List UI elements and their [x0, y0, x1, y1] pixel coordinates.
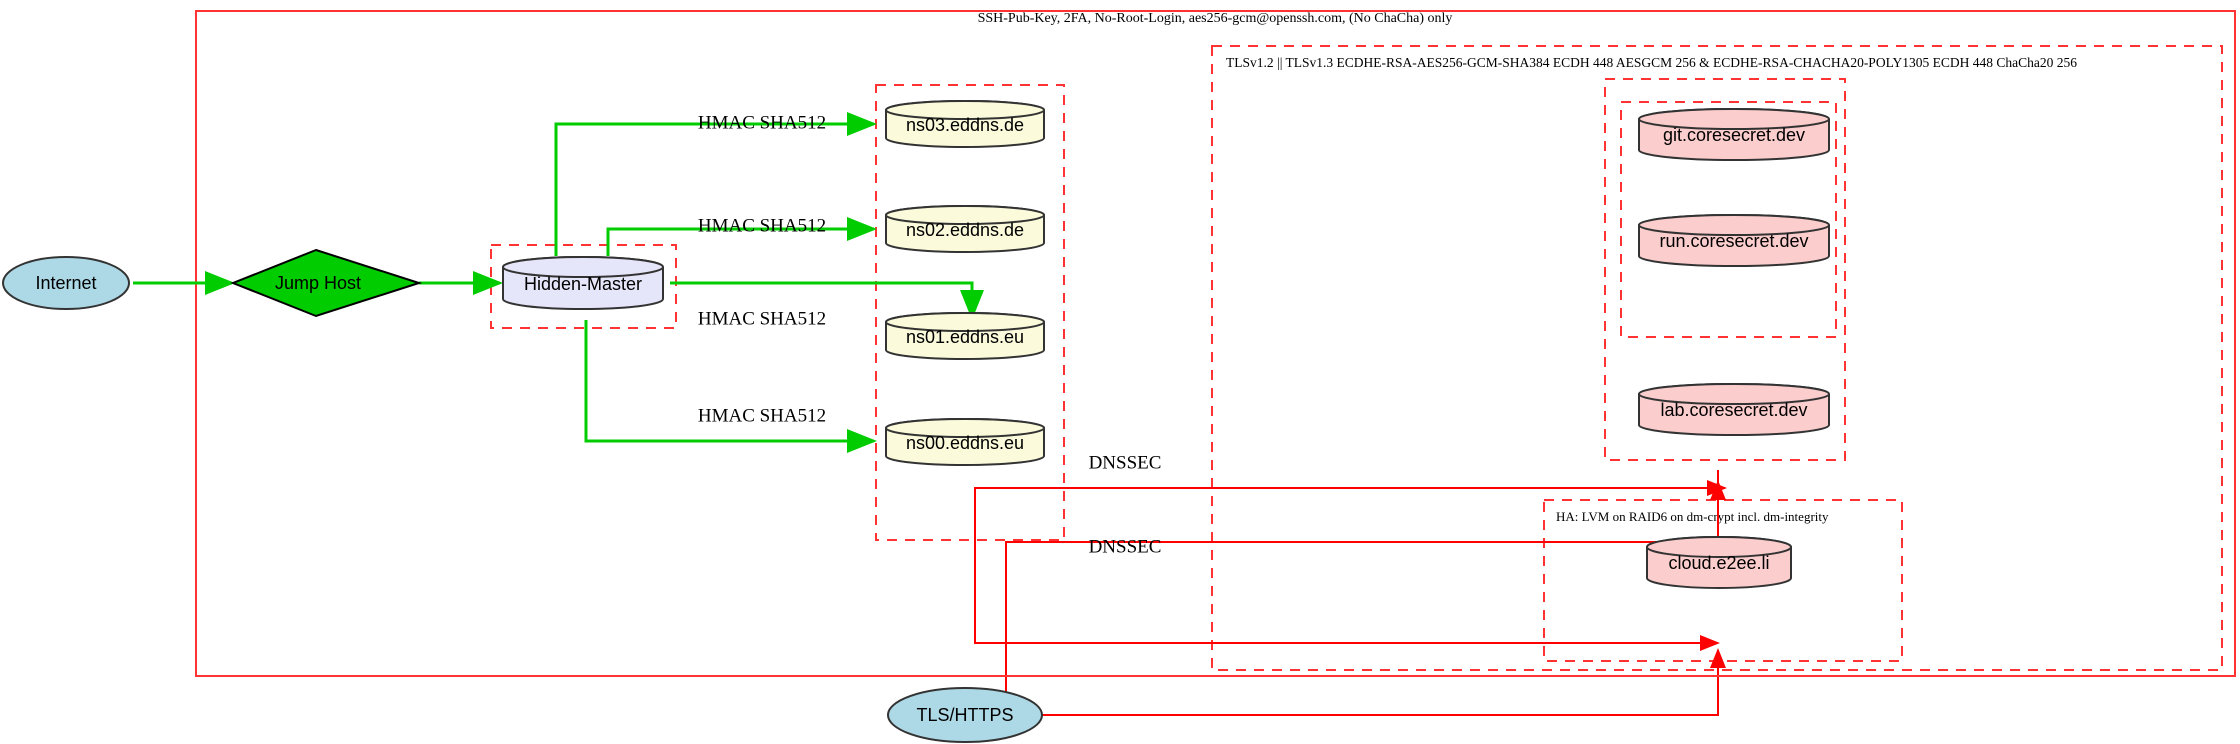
edge-hiddenmaster-ns03 — [554, 112, 877, 256]
tls-zone-label: TLSv1.2 || TLSv1.3 ECDHE-RSA-AES256-GCM-… — [1226, 55, 2077, 70]
edge-label-hmac-ns00: HMAC SHA512 — [698, 405, 826, 426]
node-lab-coresecret[interactable]: lab.coresecret.dev — [1638, 383, 1830, 436]
node-jump-host[interactable]: Jump Host — [230, 248, 423, 318]
edge-label-dnssec-lower: DNSSEC — [1089, 536, 1162, 557]
ssh-zone-label: SSH-Pub-Key, 2FA, No-Root-Login, aes256-… — [978, 11, 1453, 26]
service-inner-zone-boundary — [1620, 101, 1837, 338]
node-ns01-label: ns01.eddns.eu — [906, 327, 1024, 347]
node-lab-coresecret-label: lab.coresecret.dev — [1660, 400, 1807, 420]
ha-zone-boundary — [1543, 499, 1903, 662]
edge-dnssec-upper — [974, 470, 1719, 489]
edge-label-hmac-ns01: HMAC SHA512 — [698, 308, 826, 329]
ha-zone-label: HA: LVM on RAID6 on dm-crypt incl. dm-in… — [1556, 509, 1829, 524]
edge-hiddenmaster-ns00 — [584, 320, 877, 453]
edge-tlshttps-riser — [1005, 542, 1726, 716]
node-jump-host-label: Jump Host — [275, 273, 361, 293]
node-hidden-master[interactable]: Hidden-Master — [502, 256, 664, 310]
node-run-coresecret-label: run.coresecret.dev — [1659, 231, 1808, 251]
node-ns00[interactable]: ns00.eddns.eu — [885, 418, 1045, 466]
node-internet-label: Internet — [35, 273, 96, 293]
node-git-coresecret[interactable]: git.coresecret.dev — [1638, 108, 1830, 161]
node-ns03[interactable]: ns03.eddns.de — [885, 100, 1045, 148]
tls-zone-boundary — [1211, 45, 2223, 671]
node-cloud-e2ee-label: cloud.e2ee.li — [1668, 553, 1769, 573]
node-cloud-e2ee[interactable]: cloud.e2ee.li — [1646, 536, 1792, 589]
ssh-zone-boundary — [195, 10, 2236, 677]
node-run-coresecret[interactable]: run.coresecret.dev — [1638, 214, 1830, 267]
node-tls-https-label: TLS/HTTPS — [916, 705, 1013, 725]
edge-label-dnssec-upper: DNSSEC — [1089, 452, 1162, 473]
edge-label-hmac-ns03: HMAC SHA512 — [698, 112, 826, 133]
edge-red-bus-mid — [974, 488, 1720, 651]
node-ns01[interactable]: ns01.eddns.eu — [885, 312, 1045, 360]
node-hidden-master-label: Hidden-Master — [524, 274, 642, 294]
node-internet[interactable]: Internet — [2, 256, 130, 310]
node-ns00-label: ns00.eddns.eu — [906, 433, 1024, 453]
node-ns02-label: ns02.eddns.de — [906, 220, 1024, 240]
node-ns03-label: ns03.eddns.de — [906, 115, 1024, 135]
node-ns02[interactable]: ns02.eddns.de — [885, 205, 1045, 253]
edge-hiddenmaster-ns02 — [606, 217, 877, 256]
node-tls-https[interactable]: TLS/HTTPS — [887, 687, 1043, 743]
edge-label-hmac-ns02: HMAC SHA512 — [698, 215, 826, 236]
edge-hiddenmaster-ns01 — [670, 281, 984, 320]
service-column-zone-boundary — [1604, 78, 1846, 461]
dns-zone-boundary — [875, 84, 1065, 541]
node-git-coresecret-label: git.coresecret.dev — [1663, 125, 1805, 145]
